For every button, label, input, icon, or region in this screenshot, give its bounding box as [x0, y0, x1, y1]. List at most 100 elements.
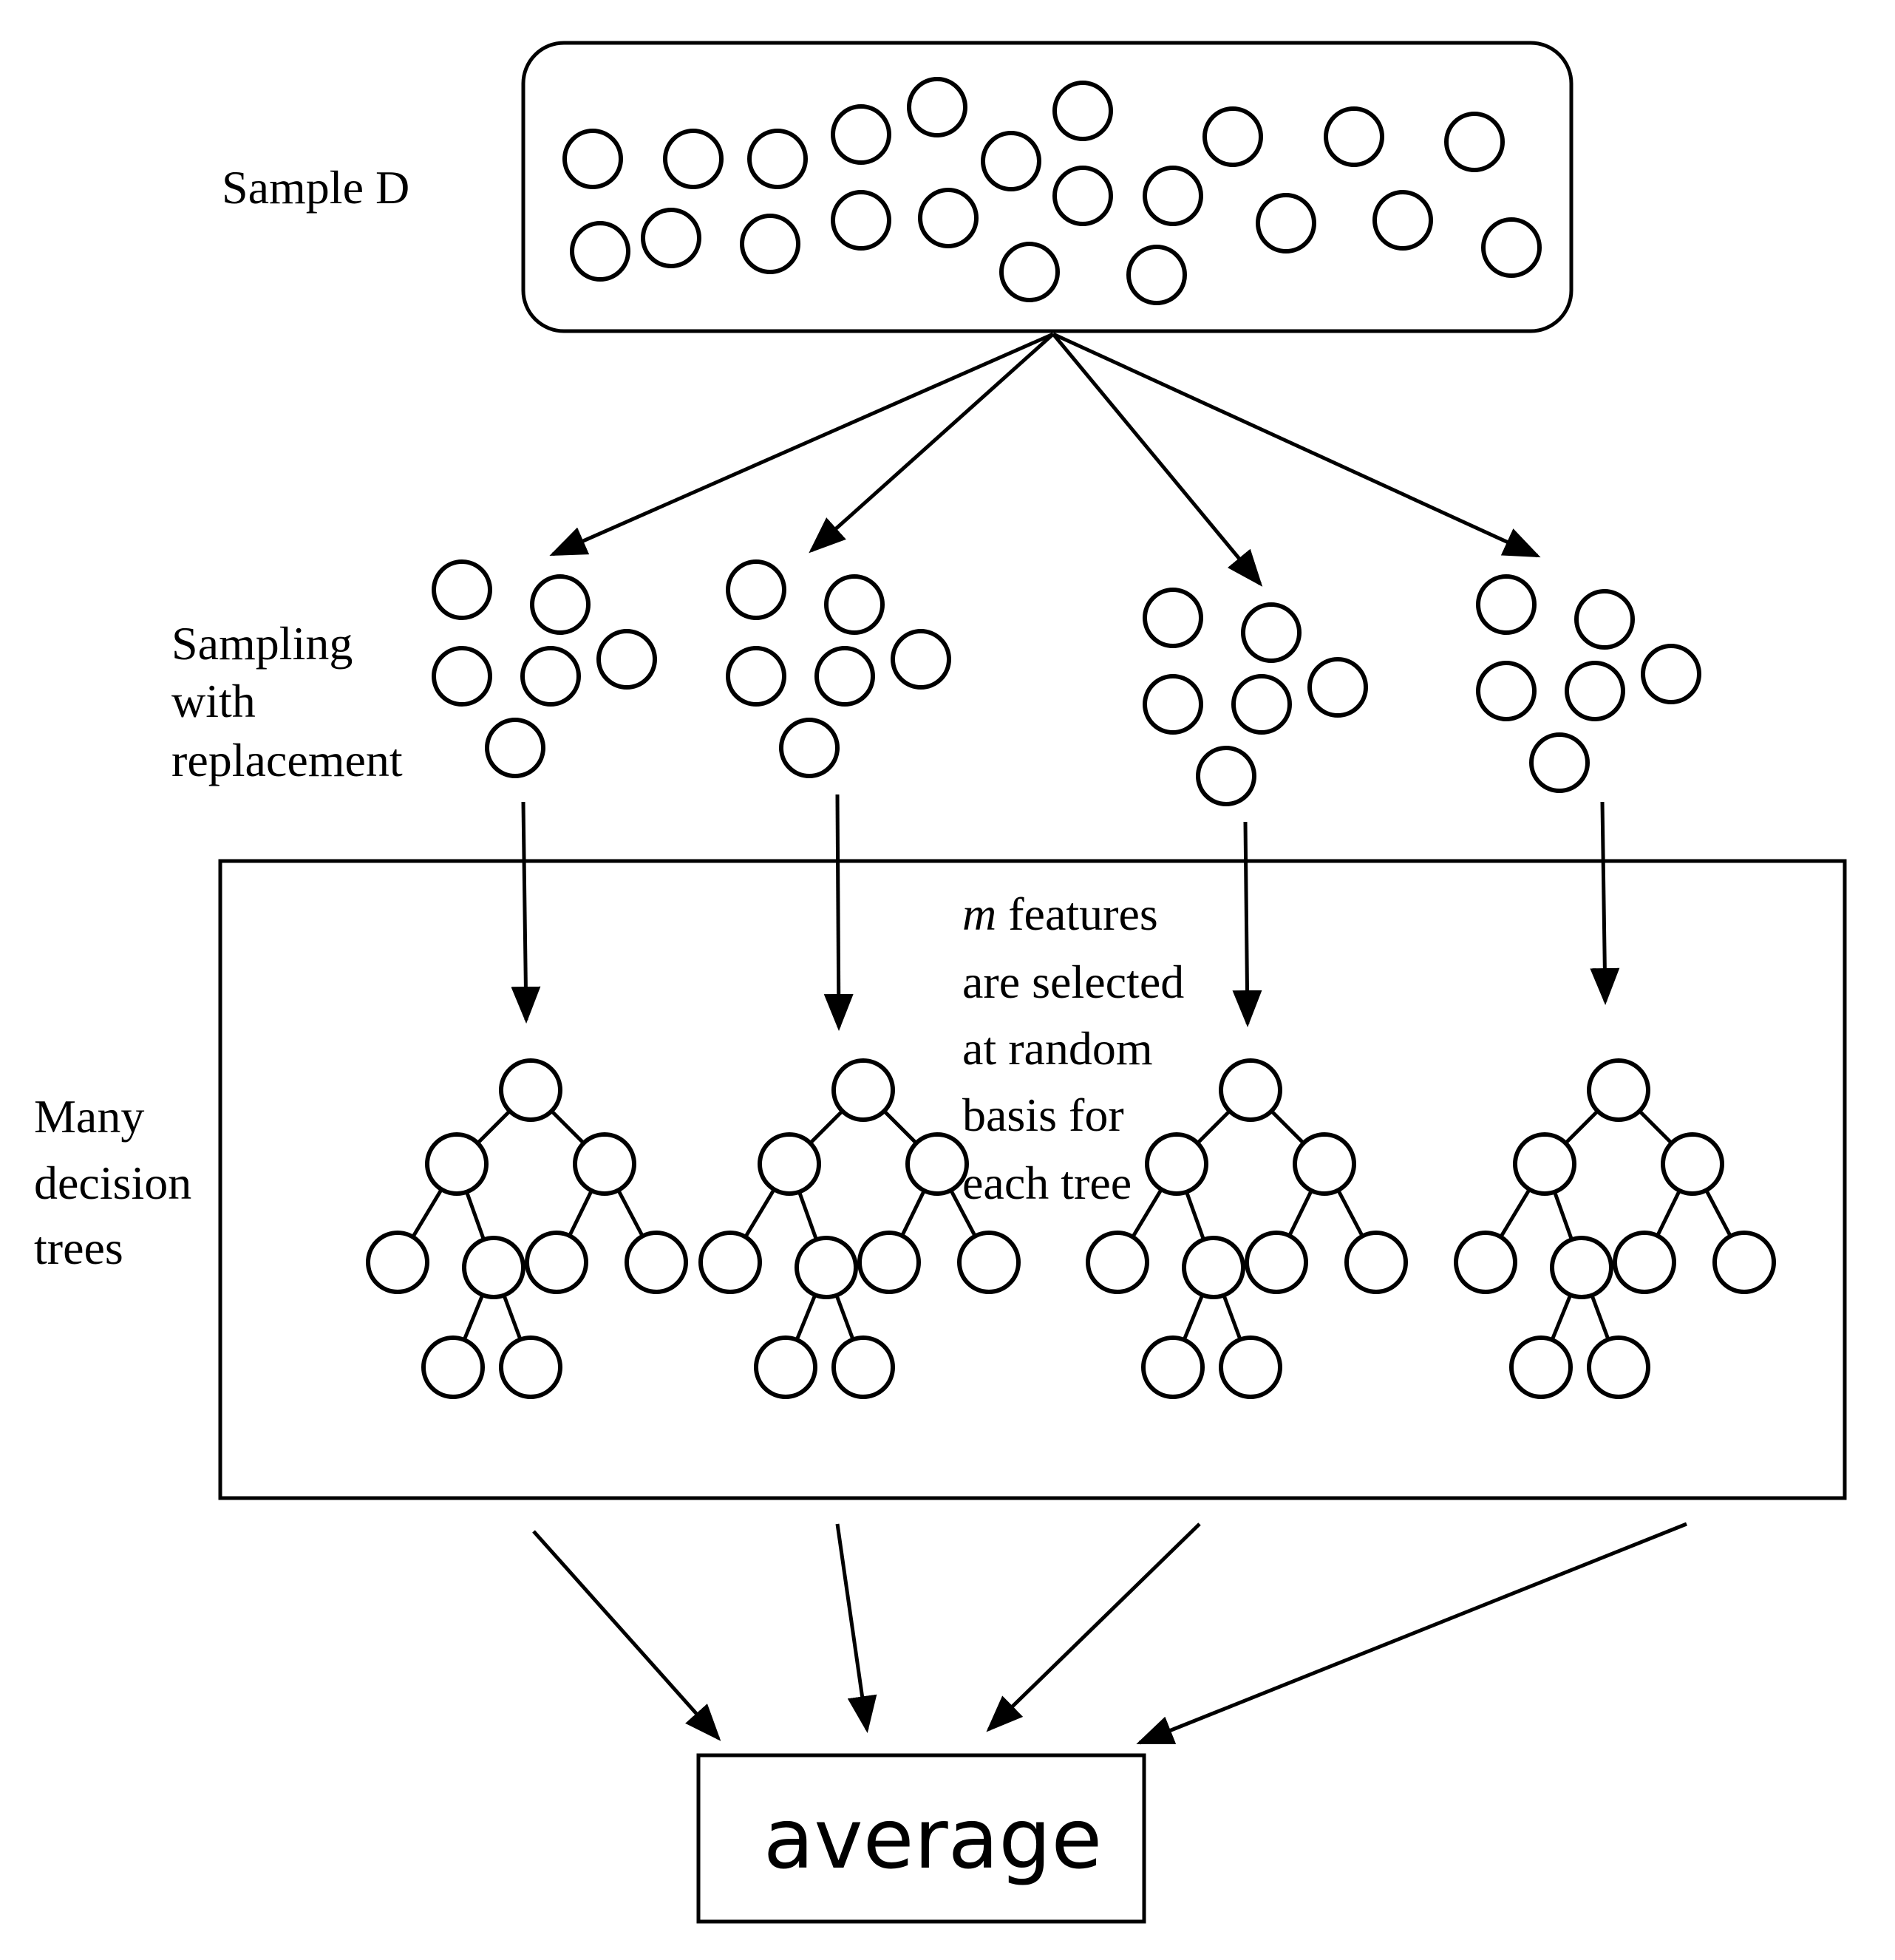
bootstrap-node	[1307, 657, 1368, 718]
average-box	[696, 1753, 1146, 1924]
tree-node	[754, 1335, 817, 1399]
sample-d-label: Sample D	[222, 161, 409, 214]
features-var: m	[962, 888, 996, 940]
sample-node	[1372, 190, 1433, 251]
sample-node	[1143, 166, 1203, 226]
bootstrap-set	[1143, 588, 1368, 806]
tree-node	[462, 1236, 525, 1299]
tree-node	[525, 1231, 588, 1294]
sample-node	[907, 77, 967, 137]
bootstrap-node	[814, 646, 875, 707]
tree-node	[1219, 1058, 1282, 1122]
sample-d-box	[521, 41, 1574, 333]
trees-label-line-3: trees	[34, 1222, 123, 1274]
sample-node	[740, 214, 800, 274]
sample-node	[1126, 245, 1187, 305]
tree-node	[1141, 1335, 1205, 1399]
tree-arrow-1	[511, 801, 541, 1024]
sample-node	[831, 104, 891, 165]
bootstrap-node	[1565, 661, 1625, 721]
bootstrap-node	[1231, 674, 1292, 735]
tree-node	[1344, 1231, 1408, 1294]
bootstrap-set	[432, 559, 657, 778]
tree-node	[1245, 1231, 1308, 1294]
bootstrap-node	[1476, 661, 1537, 721]
bootstrap-set	[1476, 574, 1701, 793]
average-arrow-3	[986, 1522, 1201, 1732]
tree-node	[905, 1132, 969, 1196]
sample-node	[831, 190, 891, 251]
tree-node	[1613, 1231, 1676, 1294]
average-label: average	[763, 1791, 1103, 1888]
sample-node	[1256, 193, 1316, 253]
bootstrap-groups	[432, 559, 1701, 806]
features-label-line-2: are selected	[962, 956, 1184, 1008]
features-label-line-1: m features	[962, 888, 1158, 940]
tree-node	[1293, 1132, 1356, 1196]
tree-node	[499, 1058, 562, 1122]
sampling-label: Sampling with replacement	[171, 617, 403, 786]
tree-arrow-3	[1232, 821, 1262, 1027]
tree-node	[499, 1335, 562, 1399]
tree-arrow-4	[1590, 801, 1620, 1005]
tree-node	[957, 1231, 1021, 1294]
tree-node	[425, 1132, 489, 1196]
sample-node	[999, 242, 1060, 302]
features-label: m features are selected at random basis …	[962, 888, 1196, 1209]
bootstrap-node	[726, 646, 786, 707]
sample-node	[1444, 112, 1505, 172]
tree-node	[831, 1058, 895, 1122]
sample-d-nodes	[562, 77, 1542, 305]
decision-tree	[698, 1058, 1021, 1399]
tree-node	[1587, 1058, 1650, 1122]
bootstrap-arrow-3	[1052, 333, 1263, 587]
tree-arrows	[511, 794, 1620, 1031]
tree-node	[1182, 1236, 1245, 1299]
sampling-label-line-2: with	[171, 675, 256, 727]
sample-node	[747, 129, 808, 189]
sample-node	[1481, 217, 1542, 278]
bootstrap-node	[1641, 644, 1701, 704]
sample-node	[918, 188, 979, 248]
features-label-line-4: basis for	[962, 1089, 1124, 1141]
average-arrow-4	[1136, 1522, 1687, 1745]
sample-node	[1052, 166, 1113, 226]
tree-node	[857, 1231, 921, 1294]
tree-node	[1587, 1335, 1650, 1399]
tree-node	[1454, 1231, 1517, 1294]
bootstrap-node	[779, 718, 840, 778]
sample-node	[981, 131, 1041, 191]
bootstrap-node	[726, 559, 786, 620]
decision-trees	[366, 1058, 1776, 1399]
sample-node	[1324, 106, 1384, 167]
bootstrap-set	[726, 559, 951, 778]
features-text: features	[996, 888, 1158, 940]
tree-arrow-2	[823, 794, 854, 1031]
bootstrap-node	[1574, 589, 1635, 650]
features-label-line-5: each tree	[962, 1157, 1132, 1209]
average-arrow-2	[835, 1523, 877, 1733]
decision-trees-box	[218, 859, 1847, 1500]
bootstrap-node	[824, 574, 885, 635]
trees-label: Many decision trees	[34, 1090, 203, 1274]
tree-node	[1550, 1236, 1613, 1299]
tree-node	[1509, 1335, 1573, 1399]
bootstrap-node	[530, 574, 591, 635]
sample-node	[641, 208, 701, 268]
tree-node	[366, 1231, 429, 1294]
bootstrap-arrows	[549, 332, 1541, 587]
tree-node	[1086, 1231, 1149, 1294]
bootstrap-node	[1143, 588, 1203, 648]
tree-node	[831, 1335, 895, 1399]
average-arrow-1	[532, 1530, 721, 1741]
decision-tree	[366, 1058, 688, 1399]
sampling-label-line-1: Sampling	[171, 617, 353, 670]
sample-node	[663, 129, 724, 189]
bootstrap-node	[432, 646, 492, 707]
features-label-line-3: at random	[962, 1022, 1153, 1075]
tree-node	[1219, 1335, 1282, 1399]
bootstrap-node	[520, 646, 581, 707]
bootstrap-node	[432, 559, 492, 620]
bootstrap-node	[485, 718, 545, 778]
